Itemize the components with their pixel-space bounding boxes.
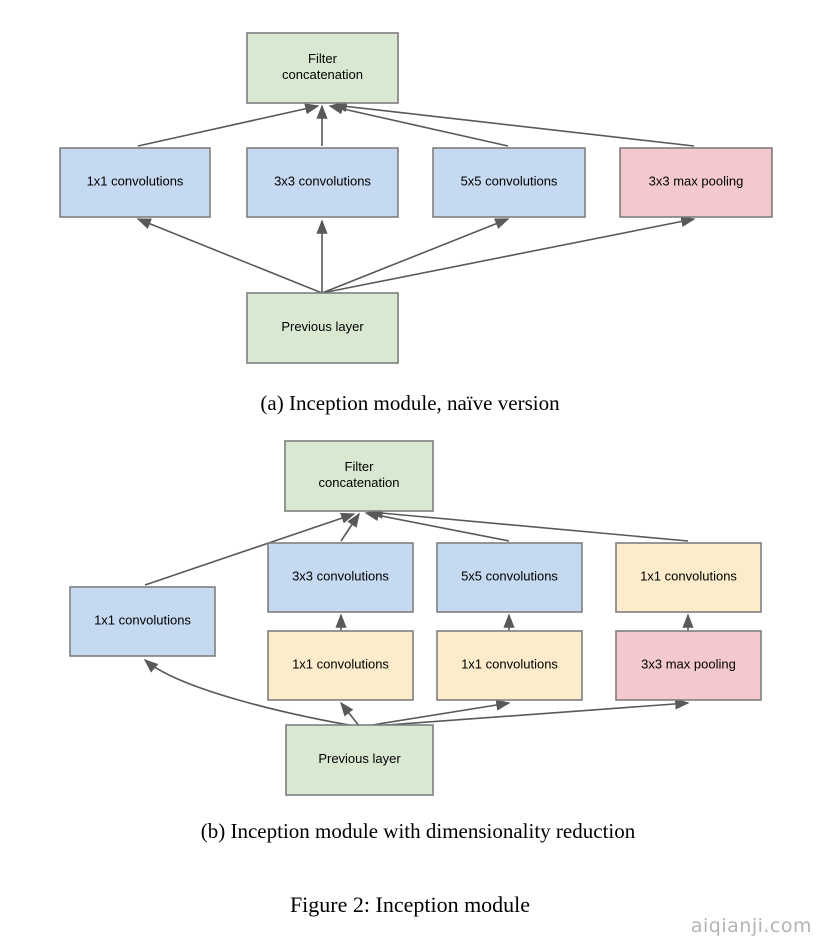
figure-caption: Figure 2: Inception module xyxy=(290,892,530,917)
watermark: aiqianji.com xyxy=(691,915,812,937)
node-box-previous-layer[interactable] xyxy=(285,724,434,796)
node-box-1x1-convolutions-reduce-5x5[interactable] xyxy=(436,630,583,701)
edge-conv3-to-concat xyxy=(340,512,360,542)
node-box-5x5-convolutions[interactable] xyxy=(436,542,583,613)
node-3x3-convolutions[interactable]: 3x3 convolutions xyxy=(246,147,399,218)
edge-1x1-left-to-concat xyxy=(144,512,356,586)
edge-prev-to-reduce-3x3 xyxy=(340,701,361,728)
node-label-5x5-convolutions: 5x5 convolutions xyxy=(461,569,558,584)
edge-1x1-to-concat xyxy=(137,103,320,147)
node-1x1-convolutions[interactable]: 1x1 convolutions xyxy=(59,147,211,218)
node-label-1x1-convolutions-pool-branch: 1x1 convolutions xyxy=(640,569,737,584)
node-5x5-convolutions[interactable]: 5x5 convolutions xyxy=(436,542,583,613)
node-label-3x3-convolutions: 3x3 convolutions xyxy=(292,569,389,584)
edge-conv1pool-to-concat xyxy=(368,507,689,542)
edge-prev-to-1x1 xyxy=(136,218,323,294)
edge-prev-to-1x1-left-curve xyxy=(143,658,361,728)
node-1x1-convolutions-reduce-5x5[interactable]: 1x1 convolutions xyxy=(436,630,583,701)
node-label-1x1-convolutions-left: 1x1 convolutions xyxy=(94,613,191,628)
node-label-3x3-convolutions: 3x3 convolutions xyxy=(274,174,371,189)
edge-prev-to-5x5 xyxy=(321,218,510,294)
edge-prev-to-reduce-5x5 xyxy=(359,699,511,728)
node-1x1-convolutions-reduce-3x3[interactable]: 1x1 convolutions xyxy=(267,630,414,701)
node-box-3x3-max-pooling[interactable] xyxy=(619,147,773,218)
node-box-filter-concatenation[interactable] xyxy=(246,32,399,104)
edge-conv5-to-concat xyxy=(364,509,510,542)
node-label-5x5-convolutions: 5x5 convolutions xyxy=(461,174,558,189)
panel-caption-panel-b: (b) Inception module with dimensionality… xyxy=(201,819,636,843)
node-label-1x1-convolutions-reduce-5x5: 1x1 convolutions xyxy=(461,657,558,672)
node-label-previous-layer: Previous layer xyxy=(281,319,364,334)
node-1x1-convolutions-pool-branch[interactable]: 1x1 convolutions xyxy=(615,542,762,613)
node-3x3-max-pooling[interactable]: 3x3 max pooling xyxy=(619,147,773,218)
edge-maxpool-to-concat xyxy=(332,100,695,147)
node-box-filter-concatenation[interactable] xyxy=(284,440,434,512)
node-3x3-max-pooling[interactable]: 3x3 max pooling xyxy=(615,630,762,701)
node-previous-layer[interactable]: Previous layer xyxy=(246,292,399,364)
node-box-1x1-convolutions[interactable] xyxy=(59,147,211,218)
edge-5x5-to-concat xyxy=(328,103,509,147)
node-box-previous-layer[interactable] xyxy=(246,292,399,364)
node-5x5-convolutions[interactable]: 5x5 convolutions xyxy=(432,147,586,218)
panel-caption-panel-a: (a) Inception module, naïve version xyxy=(260,391,560,415)
node-label-1x1-convolutions-reduce-3x3: 1x1 convolutions xyxy=(292,657,389,672)
node-box-1x1-convolutions-pool-branch[interactable] xyxy=(615,542,762,613)
node-box-5x5-convolutions[interactable] xyxy=(432,147,586,218)
node-label-previous-layer: Previous layer xyxy=(318,751,401,766)
node-box-3x3-max-pooling[interactable] xyxy=(615,630,762,701)
node-box-1x1-convolutions-reduce-3x3[interactable] xyxy=(267,630,414,701)
node-previous-layer[interactable]: Previous layer xyxy=(285,724,434,796)
node-box-3x3-convolutions[interactable] xyxy=(246,147,399,218)
node-box-3x3-convolutions[interactable] xyxy=(267,542,414,613)
node-1x1-convolutions-left[interactable]: 1x1 convolutions xyxy=(69,586,216,657)
node-box-1x1-convolutions-left[interactable] xyxy=(69,586,216,657)
node-label-3x3-max-pooling: 3x3 max pooling xyxy=(641,657,736,672)
node-label-3x3-max-pooling: 3x3 max pooling xyxy=(649,174,744,189)
node-label-1x1-convolutions: 1x1 convolutions xyxy=(87,174,184,189)
edge-prev-to-maxpool xyxy=(321,216,696,294)
node-3x3-convolutions[interactable]: 3x3 convolutions xyxy=(267,542,414,613)
edge-prev-to-maxpool xyxy=(359,698,690,728)
